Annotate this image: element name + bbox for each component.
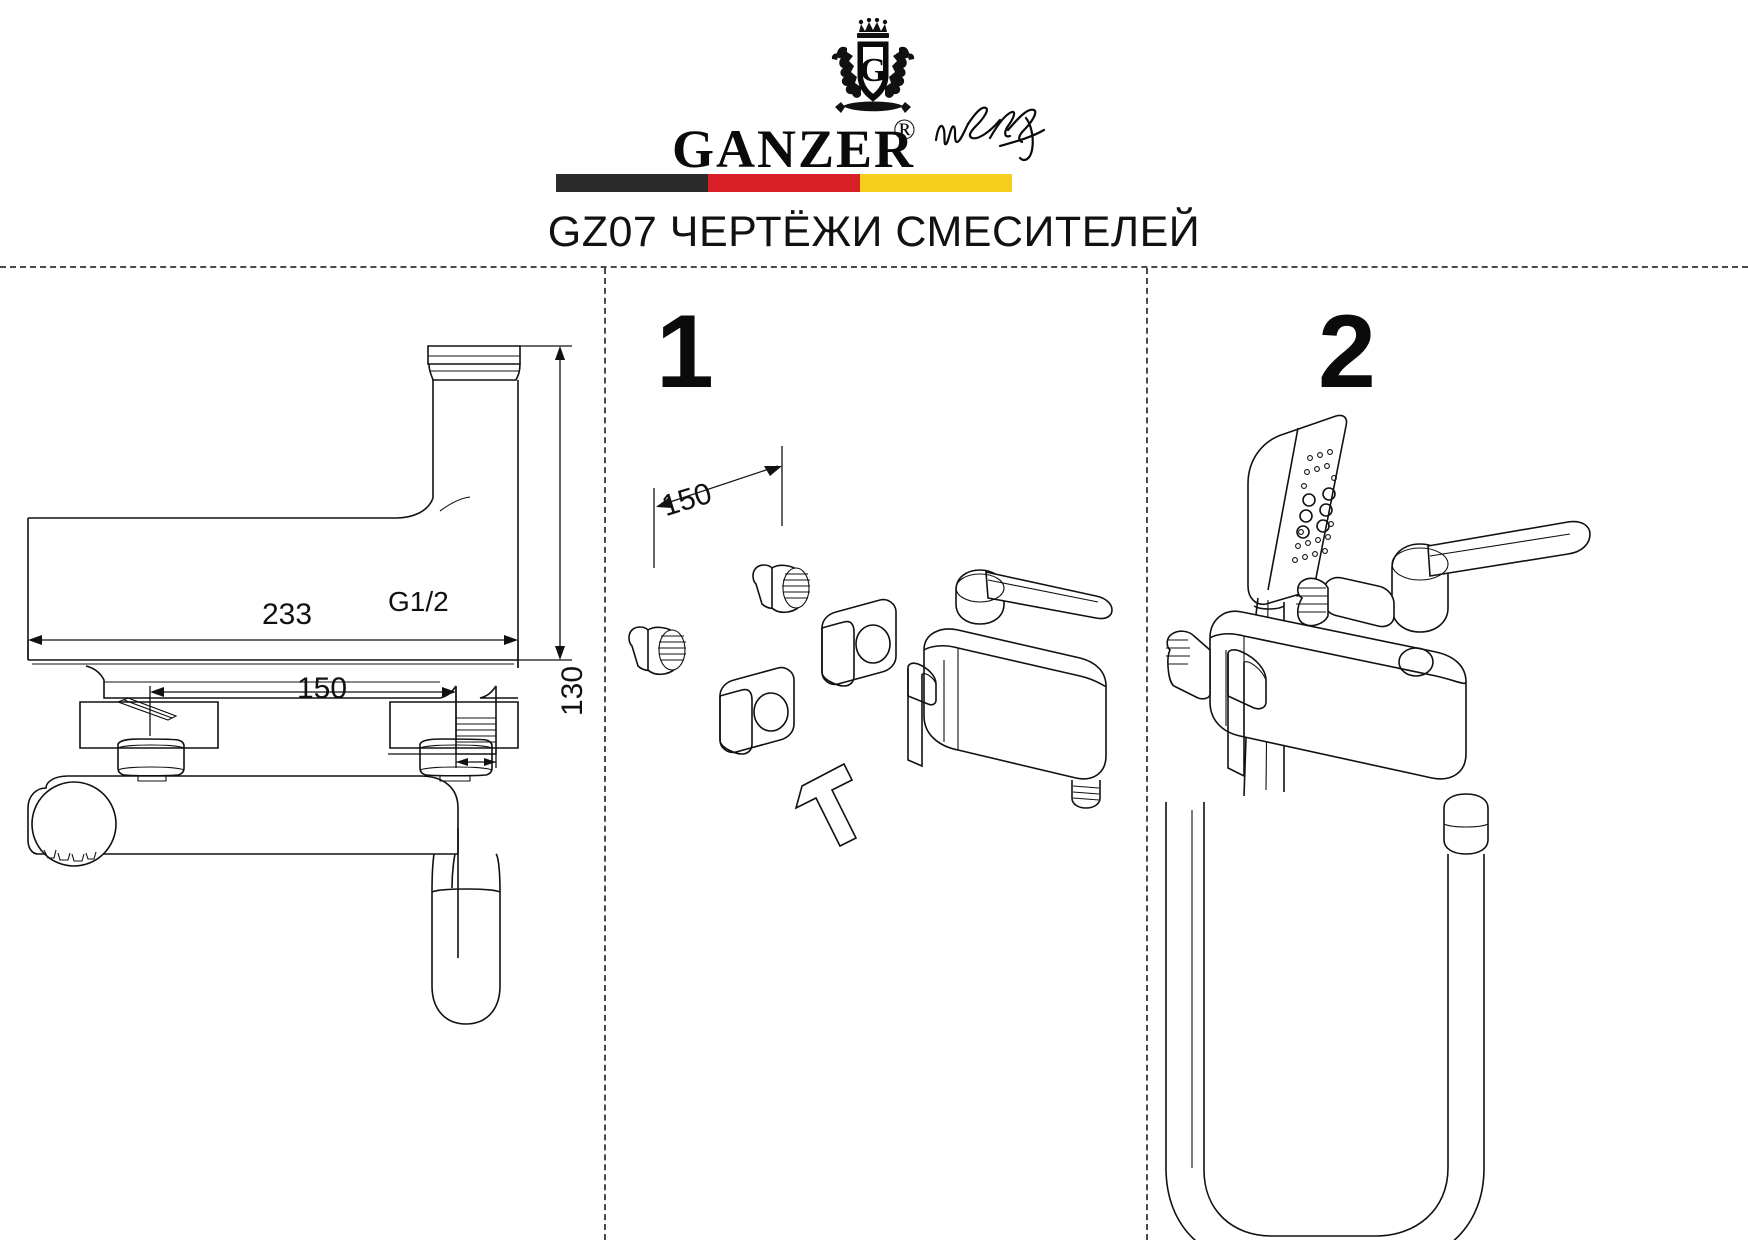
dimension-label-thread: G1/2	[388, 586, 449, 617]
panel-divider-2	[1146, 268, 1148, 1240]
panel-step-two: 2	[1148, 268, 1748, 1240]
assembled-mixer-with-shower	[1165, 414, 1591, 1240]
header-divider	[0, 266, 1748, 268]
cover-cap-lower	[719, 666, 795, 755]
german-flag-bar	[556, 174, 1012, 192]
panel-technical-drawing: 130 233 G1/2 150	[0, 268, 604, 1240]
flag-segment-black	[556, 174, 708, 192]
brand-block: G GANZER ®	[0, 18, 1748, 179]
dimension-label-length: 233	[262, 598, 313, 631]
sheet-header: G GANZER ®	[0, 0, 1748, 266]
step-number-2: 2	[1318, 294, 1376, 410]
eccentric-connector-left	[628, 626, 686, 676]
ganzer-crest-logo: G	[831, 18, 915, 113]
signature-icon	[934, 106, 1046, 161]
mixer-body-isometric	[907, 569, 1113, 809]
eccentric-connector-right	[752, 564, 810, 614]
cover-cap-upper	[821, 598, 897, 687]
panel-step-one: 1 150	[606, 268, 1146, 1240]
step-number-1: 1	[656, 294, 714, 410]
page-title: GZ07 ЧЕРТЁЖИ СМЕСИТЕЛЕЙ	[547, 208, 1201, 256]
dimension-label-spacing: 150	[297, 672, 348, 705]
assembly-direction-arrow	[794, 762, 858, 848]
brand-wordmark: GANZER	[672, 119, 916, 179]
exploded-assembly-step-one	[628, 446, 1113, 848]
shower-hose	[1165, 793, 1489, 1240]
svg-text:G: G	[860, 52, 886, 89]
wall-mixer-body	[1166, 520, 1591, 780]
dimension-label-height: 130	[556, 665, 589, 716]
flag-segment-gold	[860, 174, 1012, 192]
registered-trademark-icon: ®	[893, 113, 916, 146]
dimensioned-elevation-drawing	[27, 345, 572, 1025]
hand-shower-head	[1247, 414, 1348, 606]
flag-segment-red	[708, 174, 860, 192]
panel-divider-1	[604, 268, 606, 1240]
